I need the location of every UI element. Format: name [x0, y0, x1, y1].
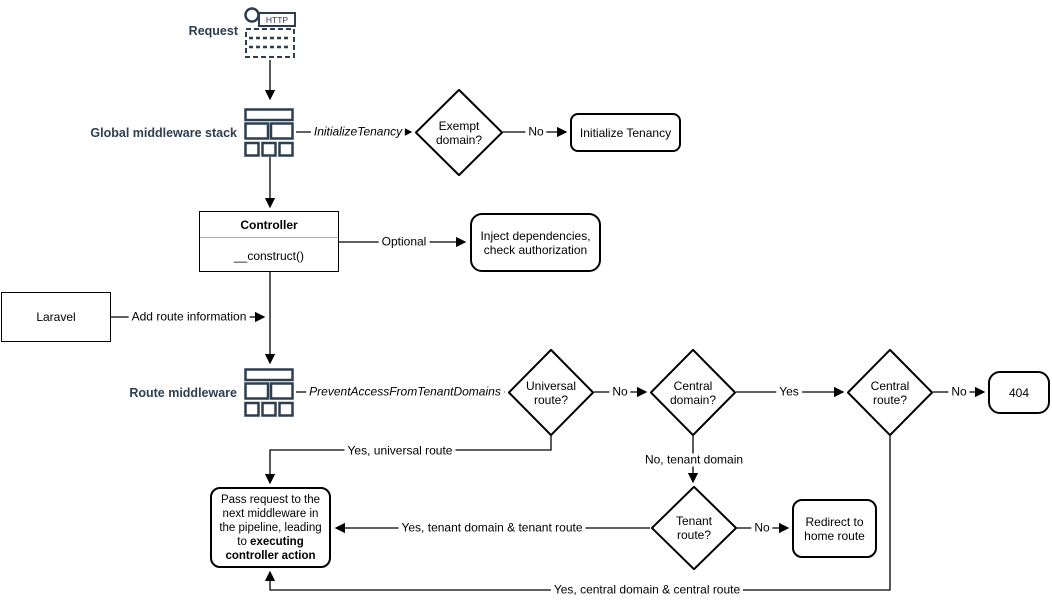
controller-method: __construct(): [233, 248, 305, 263]
decision-exempt-domain: Exempt domain?: [415, 89, 503, 176]
http-request-icon: HTTP: [244, 6, 296, 63]
decision-central-route: Central route?: [847, 349, 933, 436]
edge-label-exempt-no: No: [525, 125, 547, 139]
decision-tenant-route-text: Tenant route?: [675, 514, 713, 542]
edge-label-universal-no: No: [609, 385, 631, 399]
global-middleware-label: Global middleware stack: [90, 126, 237, 140]
node-initialize-tenancy: Initialize Tenancy: [570, 113, 681, 152]
pass-request-text: Pass request to the next middleware in t…: [219, 493, 322, 548]
request-label: Request: [188, 24, 238, 38]
edge-label-tenant-no: No: [751, 521, 773, 535]
decision-exempt-domain-text: Exempt domain?: [435, 118, 483, 147]
decision-tenant-route: Tenant route?: [651, 486, 737, 570]
middleware-stack-icon: [244, 107, 294, 162]
decision-central-route-text: Central route?: [870, 378, 910, 407]
node-laravel: Laravel: [1, 292, 111, 342]
edge-label-initialize-tenancy: InitializeTenancy: [310, 125, 406, 139]
edge-label-tenant-yes: Yes, tenant domain & tenant route: [398, 521, 586, 535]
edge-label-optional: Optional: [378, 235, 430, 249]
node-inject-dependencies: Inject dependencies, check authorization: [470, 213, 601, 272]
node-redirect-home: Redirect to home route: [792, 499, 877, 558]
http-icon-label: HTTP: [266, 15, 289, 25]
edge-label-prevent-access: PreventAccessFromTenantDomains: [306, 385, 504, 399]
edge-label-central-domain-yes: Yes: [776, 385, 802, 399]
node-404: 404: [988, 371, 1050, 414]
route-middleware-stack-icon: [244, 367, 294, 422]
pass-request-bold-text: executing controller action: [225, 535, 316, 562]
edge-label-no-tenant-domain: No, tenant domain: [641, 453, 747, 467]
edge-label-central-route-no: No: [948, 385, 970, 399]
node-pass-request: Pass request to the next middleware in t…: [210, 487, 331, 568]
node-controller: Controller __construct(): [199, 211, 339, 272]
decision-universal-route: Universal route?: [508, 349, 594, 436]
decision-central-domain-text: Central domain?: [669, 378, 717, 407]
decision-central-domain: Central domain?: [650, 349, 736, 436]
controller-title: Controller: [200, 212, 338, 238]
edge-label-add-route-information: Add route information: [128, 310, 250, 324]
route-middleware-label: Route middleware: [129, 386, 237, 400]
edge-label-universal-yes: Yes, universal route: [344, 444, 456, 458]
decision-universal-route-text: Universal route?: [525, 378, 576, 407]
edge-label-central-route-yes: Yes, central domain & central route: [550, 583, 744, 597]
